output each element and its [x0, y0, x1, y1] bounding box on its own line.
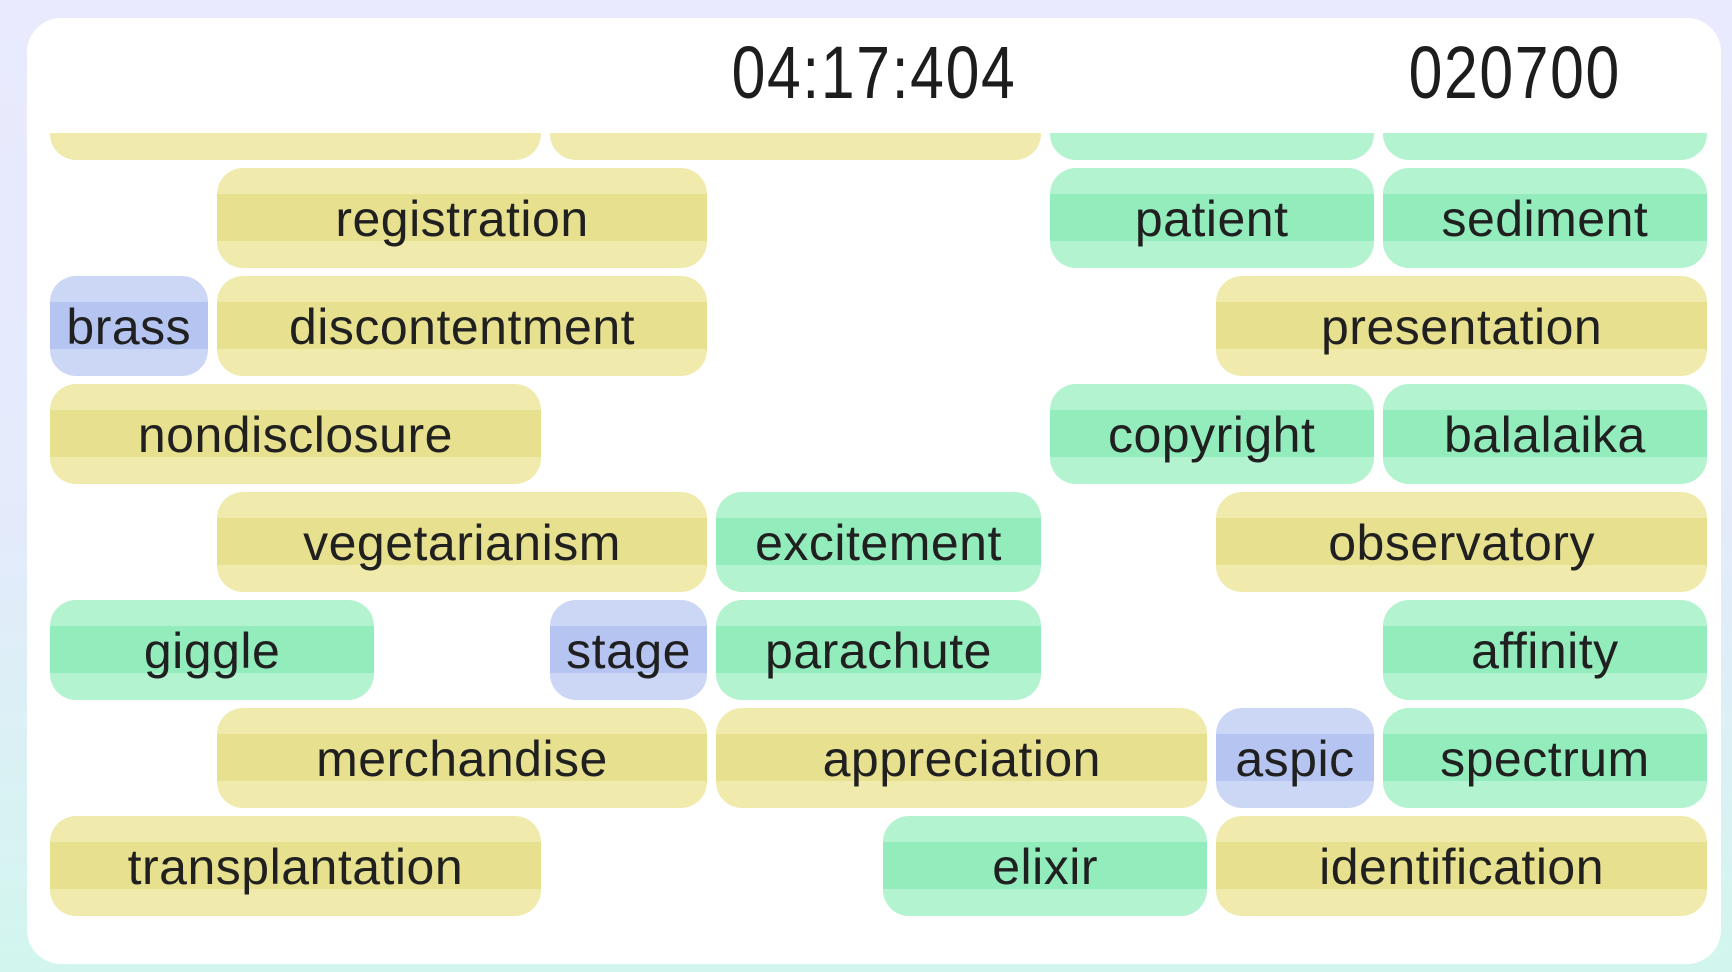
word-pill-label: observatory [1328, 515, 1595, 571]
word-pill-label: affinity [1471, 623, 1619, 679]
word-pill-label: nondisclosure [137, 407, 453, 463]
game-card: 04:17:404 020700 registration patient sedi… [27, 18, 1721, 964]
word-pill-label: balalaika [1443, 407, 1646, 463]
word-pill-clipped[interactable] [50, 133, 541, 160]
word-pill-transplantation[interactable]: transplantation [50, 816, 541, 916]
word-pill-label: discontentment [288, 299, 636, 355]
word-pill-brass[interactable]: brass [50, 276, 208, 376]
word-pill-label: copyright [1107, 407, 1316, 463]
game-header: 04:17:404 020700 [27, 18, 1721, 133]
word-pill-sediment[interactable]: sediment [1382, 168, 1707, 268]
word-pill-clipped[interactable] [549, 133, 1041, 160]
word-pill-discontentment[interactable]: discontentment [216, 276, 708, 376]
word-pill-label: transplantation [127, 839, 464, 895]
word-pill-parachute[interactable]: parachute [716, 600, 1041, 700]
word-pill-label: aspic [1235, 731, 1355, 787]
word-pill-observatory[interactable]: observatory [1216, 492, 1707, 592]
word-pill-affinity[interactable]: affinity [1382, 600, 1707, 700]
word-pill-appreciation[interactable]: appreciation [716, 708, 1208, 808]
word-pill-balalaika[interactable]: balalaika [1382, 384, 1707, 484]
word-pill-giggle[interactable]: giggle [50, 600, 375, 700]
word-pill-label: giggle [143, 623, 281, 679]
word-pill-label: presentation [1320, 299, 1603, 355]
word-pill-label: registration [335, 191, 589, 247]
word-pill-label: identification [1319, 839, 1605, 895]
word-pill-label: vegetarianism [303, 515, 621, 571]
word-pill-stage[interactable]: stage [549, 600, 708, 700]
word-pill-label: merchandise [316, 731, 608, 787]
word-pill-presentation[interactable]: presentation [1216, 276, 1707, 376]
word-pill-merchandise[interactable]: merchandise [216, 708, 708, 808]
word-pill-patient[interactable]: patient [1049, 168, 1374, 268]
word-pill-label: appreciation [822, 731, 1101, 787]
word-pill-label: sediment [1441, 191, 1649, 247]
word-pill-label: patient [1134, 191, 1289, 247]
score-display: 020700 [1408, 31, 1621, 114]
word-pill-excitement[interactable]: excitement [716, 492, 1041, 592]
word-pill-aspic[interactable]: aspic [1216, 708, 1374, 808]
word-pill-vegetarianism[interactable]: vegetarianism [216, 492, 708, 592]
word-pill-label: elixir [992, 839, 1098, 895]
word-pill-label: brass [66, 299, 192, 355]
word-pill-nondisclosure[interactable]: nondisclosure [50, 384, 541, 484]
timer-display: 04:17:404 [731, 31, 1017, 114]
word-pill-identification[interactable]: identification [1216, 816, 1707, 916]
word-pill-label: parachute [765, 623, 992, 679]
word-pill-label: excitement [755, 515, 1002, 571]
word-pill-label: spectrum [1440, 731, 1650, 787]
word-pill-registration[interactable]: registration [216, 168, 708, 268]
word-pill-elixir[interactable]: elixir [883, 816, 1208, 916]
word-pill-spectrum[interactable]: spectrum [1382, 708, 1707, 808]
word-board: registration patient sediment brass disconte… [27, 133, 1721, 964]
word-pill-copyright[interactable]: copyright [1049, 384, 1374, 484]
word-pill-clipped[interactable] [1382, 133, 1707, 160]
word-pill-label: stage [566, 623, 691, 679]
word-pill-clipped[interactable] [1049, 133, 1374, 160]
